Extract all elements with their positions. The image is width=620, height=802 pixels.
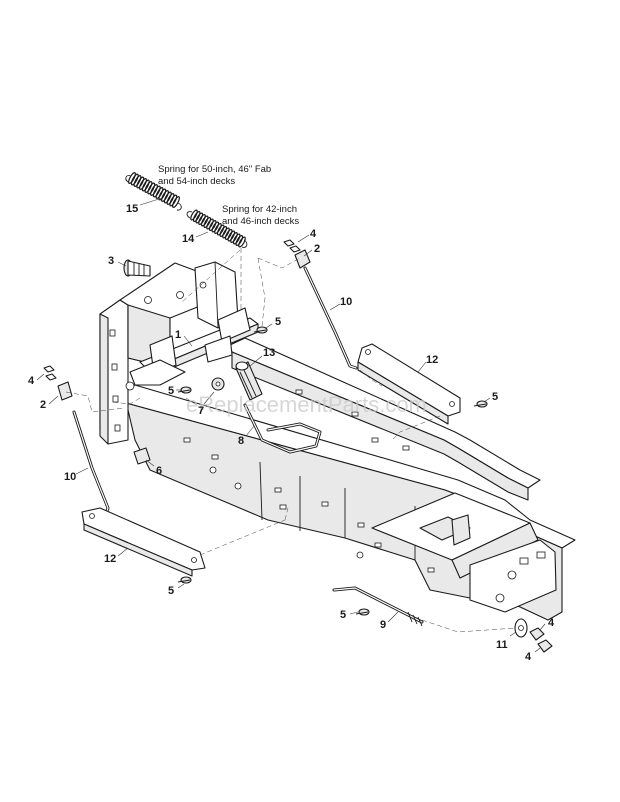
spring-coil xyxy=(232,233,241,245)
spring-coil xyxy=(163,191,172,204)
callout-15: 15 xyxy=(126,203,138,215)
spring-coil xyxy=(152,185,161,198)
callout-8: 8 xyxy=(238,435,244,447)
spring-coil xyxy=(136,176,145,189)
spring-coil xyxy=(211,221,220,233)
spring-coil xyxy=(195,212,204,224)
spring-coil xyxy=(230,232,238,243)
note-spring-14-line1: Spring for 42-inch xyxy=(222,204,297,215)
note-spring-15-line1: Spring for 50-inch, 46" Fab xyxy=(158,164,271,175)
callout-4-right: 4 xyxy=(310,228,317,240)
spring-coil xyxy=(161,190,169,202)
spring-coil xyxy=(150,184,158,196)
spring-coil xyxy=(141,179,150,192)
spring-coil xyxy=(128,172,136,184)
spring-coil xyxy=(222,227,230,239)
callout-5-lower-left: 5 xyxy=(168,585,174,597)
link-bar-left xyxy=(81,507,206,577)
spring-notes: Spring for 50-inch, 46" Fab and 54-inch … xyxy=(158,164,299,227)
spring-coil xyxy=(139,178,147,190)
callout-4-rear-upper: 4 xyxy=(548,617,555,629)
spring-coil xyxy=(200,215,209,227)
note-spring-15-line2: and 54-inch decks xyxy=(158,176,235,187)
callout-12-left: 12 xyxy=(104,553,116,565)
spring-coil xyxy=(206,218,214,230)
spring-coil xyxy=(190,209,198,221)
callouts: 15 14 3 1 5 4 2 10 13 12 5 7 5 4 2 8 6 1… xyxy=(28,203,555,663)
callout-6: 6 xyxy=(156,465,162,477)
callout-9: 9 xyxy=(380,619,386,631)
spring-coil xyxy=(227,230,236,242)
bolt-3 xyxy=(123,259,151,277)
rear-plate xyxy=(371,492,557,613)
spring-15 xyxy=(125,172,182,211)
callout-3: 3 xyxy=(108,255,114,267)
spring-coil xyxy=(208,220,217,231)
spring-coil xyxy=(133,175,142,187)
note-spring-14-line2: and 46-inch decks xyxy=(222,216,299,227)
spring-coil xyxy=(219,226,228,237)
phantom-lines xyxy=(65,248,517,633)
callout-5-upper: 5 xyxy=(275,316,281,328)
callout-4-left: 4 xyxy=(28,375,35,387)
callout-7: 7 xyxy=(198,405,204,417)
spring-coil xyxy=(214,223,222,234)
callout-2-left: 2 xyxy=(40,399,46,411)
spring-coil xyxy=(203,217,212,228)
link-bar-right xyxy=(357,343,461,425)
callout-1: 1 xyxy=(175,329,181,341)
spring-coil xyxy=(224,229,233,240)
lift-rod-right xyxy=(303,266,358,370)
leader-lines xyxy=(36,197,546,653)
callout-2-right: 2 xyxy=(314,243,320,255)
watermark: eReplacementParts.com xyxy=(186,392,427,417)
spring-coil xyxy=(158,188,167,201)
spring-coil xyxy=(216,224,225,236)
spring-14 xyxy=(186,209,248,248)
spring-coil xyxy=(172,196,180,208)
lift-shaft-assembly xyxy=(125,307,259,391)
callout-5-lower-right: 5 xyxy=(340,609,346,621)
gear-7 xyxy=(211,377,225,391)
lift-handle-13 xyxy=(235,361,263,401)
spring-coil xyxy=(144,181,153,193)
callout-14: 14 xyxy=(182,233,195,245)
lift-link-8 xyxy=(243,403,322,454)
hardware xyxy=(43,239,553,653)
spring-coil xyxy=(169,194,178,207)
spring-coil xyxy=(155,187,164,199)
callout-5-middle: 5 xyxy=(168,385,174,397)
spring-coil xyxy=(192,211,201,222)
adjust-rod-9 xyxy=(332,586,424,627)
callout-11: 11 xyxy=(496,639,508,651)
callout-4-rear-lower: 4 xyxy=(525,651,532,663)
upper-frame-rail xyxy=(229,337,541,501)
callout-10-left: 10 xyxy=(64,471,76,483)
callout-5-right: 5 xyxy=(492,391,498,403)
spring-coil xyxy=(238,236,246,248)
spring-coil xyxy=(147,182,156,195)
spring-coil xyxy=(198,214,206,225)
callout-10-right: 10 xyxy=(340,296,352,308)
spring-coil xyxy=(235,235,244,246)
spring-coil xyxy=(166,193,175,205)
spring-coil xyxy=(130,173,139,186)
callout-13: 13 xyxy=(263,347,275,359)
callout-12-right: 12 xyxy=(426,354,438,366)
